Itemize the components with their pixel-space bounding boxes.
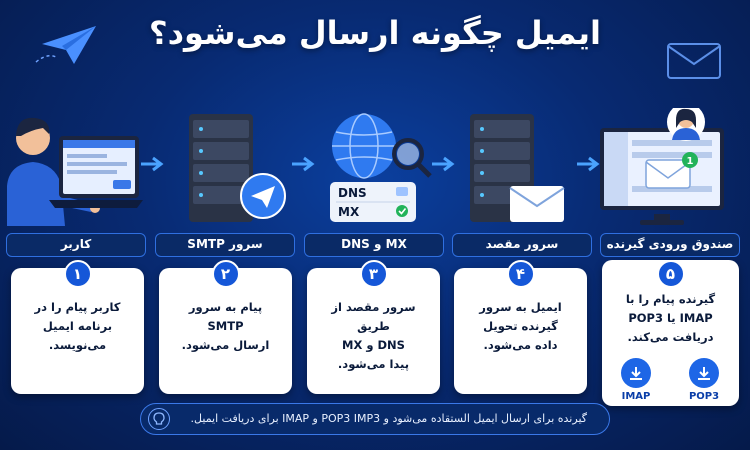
footer-note: گیرنده برای ارسال ایمیل الستقاده می‌شود … [140,403,610,435]
step-number: ۱ [63,260,92,288]
envelope-icon [667,43,721,79]
stage-card-5: ۵ گیرنده پیام را با IMAP یا POP3 دریافت … [602,260,739,406]
step-number: ۲ [211,260,240,288]
step-description: ایمیل به سرور گیرنده تحویل داده می‌شود. [479,300,562,352]
step-description: پیام به سرور SMTP ارسال می‌شود. [181,300,270,352]
user-at-laptop-illustration [7,117,143,226]
stage-label-destination-server: سرور مقصد [452,233,592,257]
pop3-label: POP3 [688,391,720,402]
stage-label-recipient-inbox: صندوق ورودی گیرنده [600,233,740,257]
arrow-right-icon [432,156,455,172]
inbox-badge: 1 [687,156,694,167]
step-number: ۵ [656,260,685,288]
download-icon [689,358,719,388]
step-number: ۳ [359,260,388,288]
arrow-right-icon [577,156,600,172]
imap-protocol: IMAP [614,358,658,402]
stage-card-3: ۳ سرور مقصد از طریق DNS و MX پیدا می‌شود… [307,260,440,394]
imap-label: IMAP [621,391,651,402]
recipient-inbox-illustration: 1 [600,108,724,225]
stage-card-4: ۴ ایمیل به سرور گیرنده تحویل داده می‌شود… [454,260,587,394]
stage-card-1: ۱ کاربر پیام را در برنامه ایمیل می‌نویسد… [11,260,144,394]
pop3-protocol: POP3 [682,358,726,402]
step-description: گیرنده پیام را با IMAP یا POP3 دریافت می… [625,292,716,344]
dns-globe-illustration: DNS MX [330,113,432,222]
stage-label-dns-mx: MX و DNS [304,233,444,257]
paper-plane-icon [35,26,96,64]
step-description: کاربر پیام را در برنامه ایمیل می‌نویسد. [34,300,121,352]
page-title: ایمیل چگونه ارسال می‌شود؟ [149,14,601,52]
smtp-server-illustration [189,114,286,222]
arrow-right-icon [141,156,164,172]
mx-label: MX [338,205,360,219]
step-number: ۴ [506,260,535,288]
lightbulb-icon [148,408,170,430]
dns-label: DNS [338,186,367,200]
destination-server-illustration [470,114,565,222]
arrow-right-icon [292,156,315,172]
stage-label-user: کاربر [6,233,146,257]
download-cloud-icon [621,358,651,388]
stage-label-smtp-server: سرور SMTP [155,233,295,257]
stage-card-2: ۲ پیام به سرور SMTP ارسال می‌شود. [159,260,292,394]
step-description: سرور مقصد از طریق DNS و MX پیدا می‌شود. [331,300,416,371]
